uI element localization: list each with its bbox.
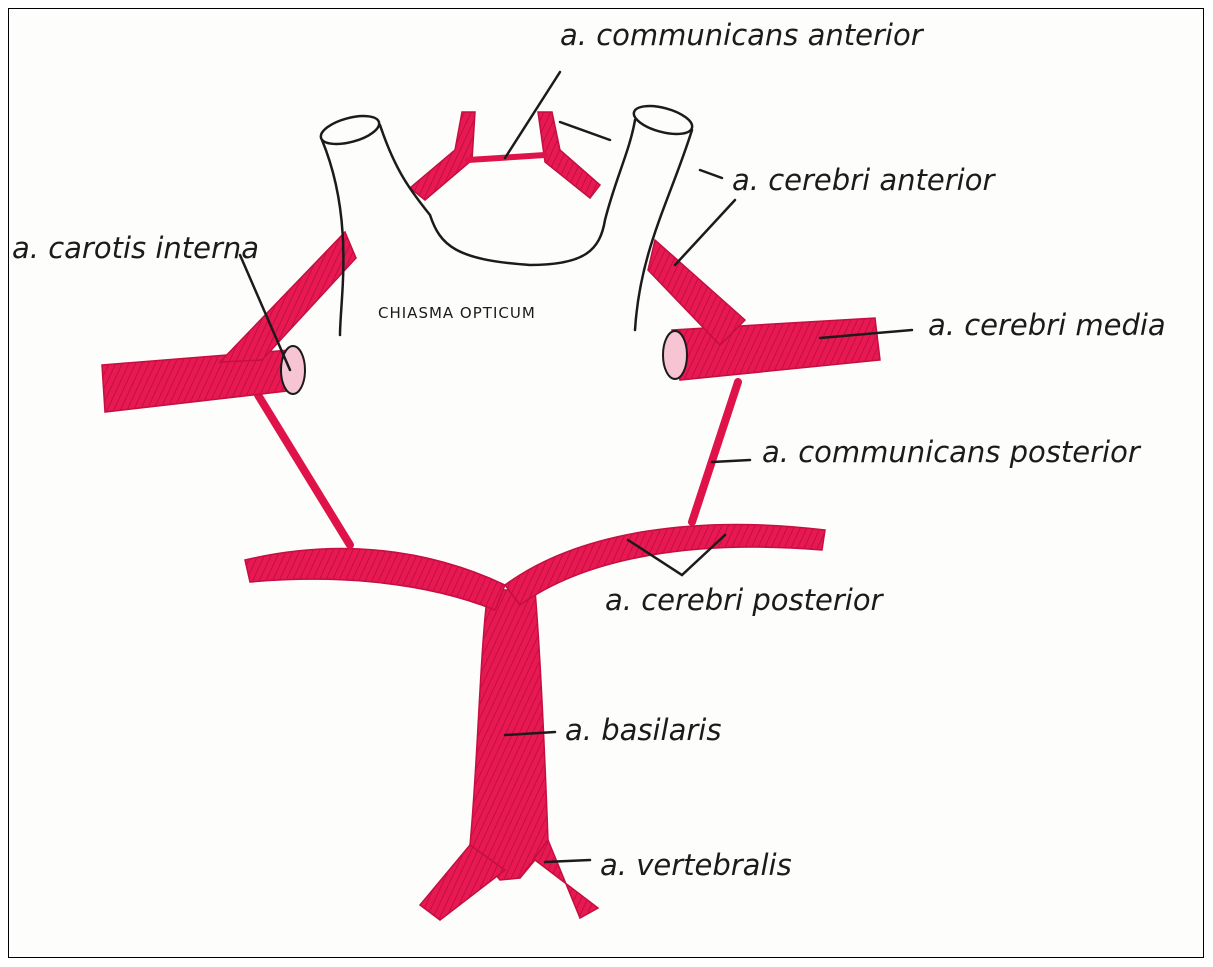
- label-basilaris: a. basilaris: [565, 713, 721, 747]
- label-cerebri-anterior: a. cerebri anterior: [732, 163, 996, 197]
- chiasm-outline: [322, 120, 692, 335]
- label-cerebri-media: a. cerebri media: [928, 308, 1166, 342]
- label-carotis-interna: a. carotis interna: [12, 231, 259, 265]
- label-communicans-posterior: a. communicans posterior: [762, 435, 1142, 469]
- carotis-cut-end-left: [281, 346, 305, 394]
- label-communicans-anterior: a. communicans anterior: [560, 18, 925, 52]
- posterior-communicating-right: [692, 382, 738, 522]
- leader-communicans-posterior: [712, 460, 750, 462]
- media-cut-end-right: [663, 331, 687, 379]
- chiasma-opticum-label: CHIASMA OPTICUM: [378, 304, 536, 322]
- leader-cerebri-anterior-1: [560, 122, 610, 140]
- leader-cerebri-anterior-2: [700, 170, 722, 178]
- label-vertebralis: a. vertebralis: [600, 848, 792, 882]
- optic-chiasm: [318, 101, 695, 335]
- optic-nerve-left-end: [318, 111, 382, 150]
- anterior-cerebral-artery-left-top: [410, 112, 475, 200]
- optic-nerve-right-end: [631, 101, 695, 140]
- posterior-cerebral-artery-left: [245, 549, 505, 610]
- labels: CHIASMA OPTICUM a. communicans anterior …: [12, 18, 1166, 882]
- leader-cerebri-anterior-3: [675, 200, 735, 265]
- posterior-communicating-left: [258, 395, 350, 545]
- label-cerebri-posterior: a. cerebri posterior: [605, 583, 885, 617]
